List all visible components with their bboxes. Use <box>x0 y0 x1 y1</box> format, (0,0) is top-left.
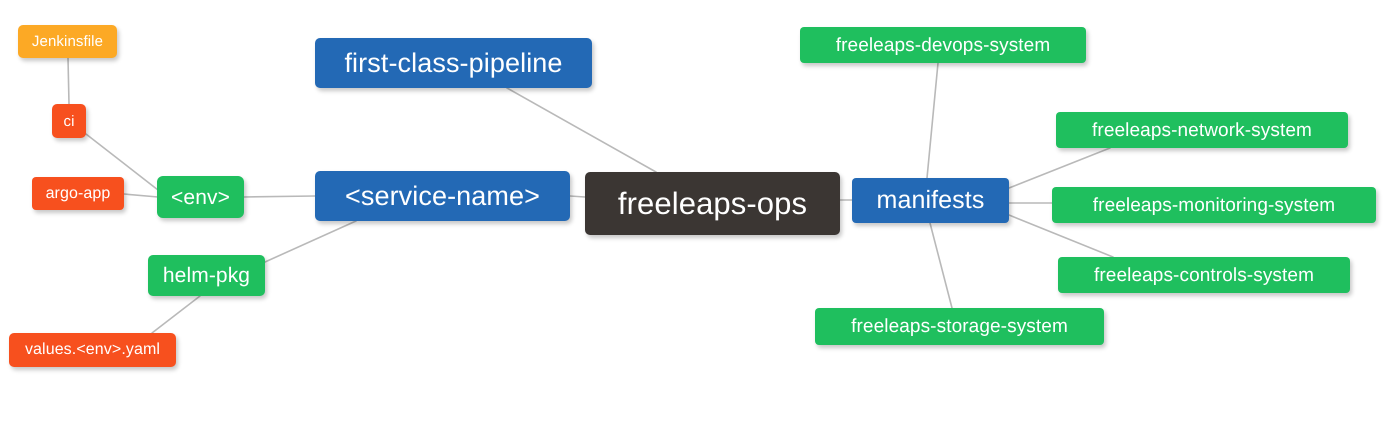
node-helm-pkg[interactable]: helm-pkg <box>148 255 265 296</box>
node-jenkinsfile[interactable]: Jenkinsfile <box>18 25 117 58</box>
edge-argoapp-env <box>123 193 159 198</box>
node-freeleaps-network-system[interactable]: freeleaps-network-system <box>1056 112 1348 148</box>
node-label-jenkinsfile: Jenkinsfile <box>31 33 104 50</box>
node-env[interactable]: <env> <box>157 176 244 218</box>
node-manifests[interactable]: manifests <box>852 178 1009 223</box>
node-argo-app[interactable]: argo-app <box>32 177 124 210</box>
edge-manifests-storage <box>929 222 953 309</box>
node-label-env: <env> <box>171 185 230 209</box>
node-first-class-pipeline[interactable]: first-class-pipeline <box>315 38 592 88</box>
node-label-manifests: manifests <box>876 186 985 214</box>
node-label-helm-pkg: helm-pkg <box>162 264 251 287</box>
edge-manifests-network <box>1008 147 1111 189</box>
node-label-freeleaps-ops: freeleaps-ops <box>617 186 808 221</box>
node-label-freeleaps-storage-system: freeleaps-storage-system <box>851 316 1068 337</box>
edge-jenkinsfile-ci <box>67 57 70 105</box>
node-label-freeleaps-monitoring-system: freeleaps-monitoring-system <box>1092 194 1336 216</box>
edge-servicename-ops <box>569 195 586 198</box>
edge-pipeline-ops <box>506 87 657 173</box>
node-label-values-env-yaml: values.<env>.yaml <box>24 341 161 358</box>
node-service-name[interactable]: <service-name> <box>315 171 570 221</box>
node-label-freeleaps-network-system: freeleaps-network-system <box>1092 119 1312 141</box>
node-label-freeleaps-devops-system: freeleaps-devops-system <box>835 34 1051 56</box>
node-label-argo-app: argo-app <box>45 184 111 202</box>
edge-env-servicename <box>243 195 316 198</box>
node-label-first-class-pipeline: first-class-pipeline <box>344 47 563 78</box>
node-label-service-name: <service-name> <box>345 180 540 211</box>
node-label-ci: ci <box>63 112 75 130</box>
node-freeleaps-storage-system[interactable]: freeleaps-storage-system <box>815 308 1104 345</box>
node-label-freeleaps-controls-system: freeleaps-controls-system <box>1093 264 1315 286</box>
node-freeleaps-ops[interactable]: freeleaps-ops <box>585 172 840 235</box>
edge-helmpkg-servicename <box>264 220 357 263</box>
node-ci[interactable]: ci <box>52 104 86 138</box>
node-values-env-yaml[interactable]: values.<env>.yaml <box>9 333 176 367</box>
edge-manifests-devops <box>926 62 939 179</box>
edge-values-helmpkg <box>151 295 201 334</box>
node-freeleaps-controls-system[interactable]: freeleaps-controls-system <box>1058 257 1350 293</box>
node-freeleaps-monitoring-system[interactable]: freeleaps-monitoring-system <box>1052 187 1376 223</box>
node-freeleaps-devops-system[interactable]: freeleaps-devops-system <box>800 27 1086 63</box>
